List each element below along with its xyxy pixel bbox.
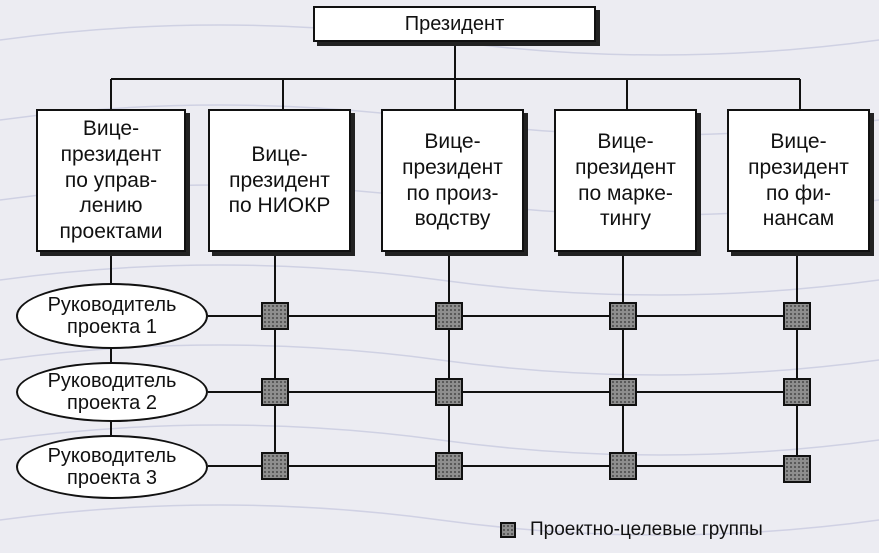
legend: Проектно-целевые группы: [500, 519, 763, 541]
legend-swatch: [500, 522, 516, 538]
vp-finance-label: Вице- президент по фи- нансам: [748, 130, 849, 231]
group-node: [609, 302, 637, 330]
vp-production-label: Вице- президент по произ- водству: [402, 130, 503, 231]
vp-projects-label: Вице- президент по управ- лению проектам…: [59, 117, 163, 243]
president-box: Президент: [313, 6, 596, 42]
legend-label: Проектно-целевые группы: [530, 519, 763, 540]
vp-production-box: Вице- президент по произ- водству: [381, 109, 524, 252]
vp-projects-box: Вице- президент по управ- лению проектам…: [36, 109, 186, 252]
group-node: [609, 452, 637, 480]
group-node: [609, 378, 637, 406]
vp-rnd-box: Вице- президент по НИОКР: [208, 109, 351, 252]
group-node: [783, 302, 811, 330]
group-node: [435, 378, 463, 406]
project-manager-2-oval: Руководитель проекта 2: [16, 362, 208, 422]
group-node: [261, 302, 289, 330]
project-manager-1-oval: Руководитель проекта 1: [16, 283, 208, 349]
project-manager-2-label: Руководитель проекта 2: [47, 370, 177, 414]
group-node: [435, 452, 463, 480]
vp-marketing-label: Вице- президент по марке- тингу: [575, 130, 676, 231]
group-node: [261, 452, 289, 480]
vp-rnd-label: Вице- президент по НИОКР: [228, 143, 331, 218]
group-node: [261, 378, 289, 406]
group-node: [435, 302, 463, 330]
project-manager-3-oval: Руководитель проекта 3: [16, 435, 208, 499]
president-label: Президент: [404, 12, 505, 35]
vp-marketing-box: Вице- президент по марке- тингу: [554, 109, 697, 252]
group-node: [783, 455, 811, 483]
group-node: [783, 378, 811, 406]
project-manager-1-label: Руководитель проекта 1: [47, 294, 177, 338]
project-manager-3-label: Руководитель проекта 3: [47, 445, 177, 489]
vp-finance-box: Вице- президент по фи- нансам: [727, 109, 870, 252]
